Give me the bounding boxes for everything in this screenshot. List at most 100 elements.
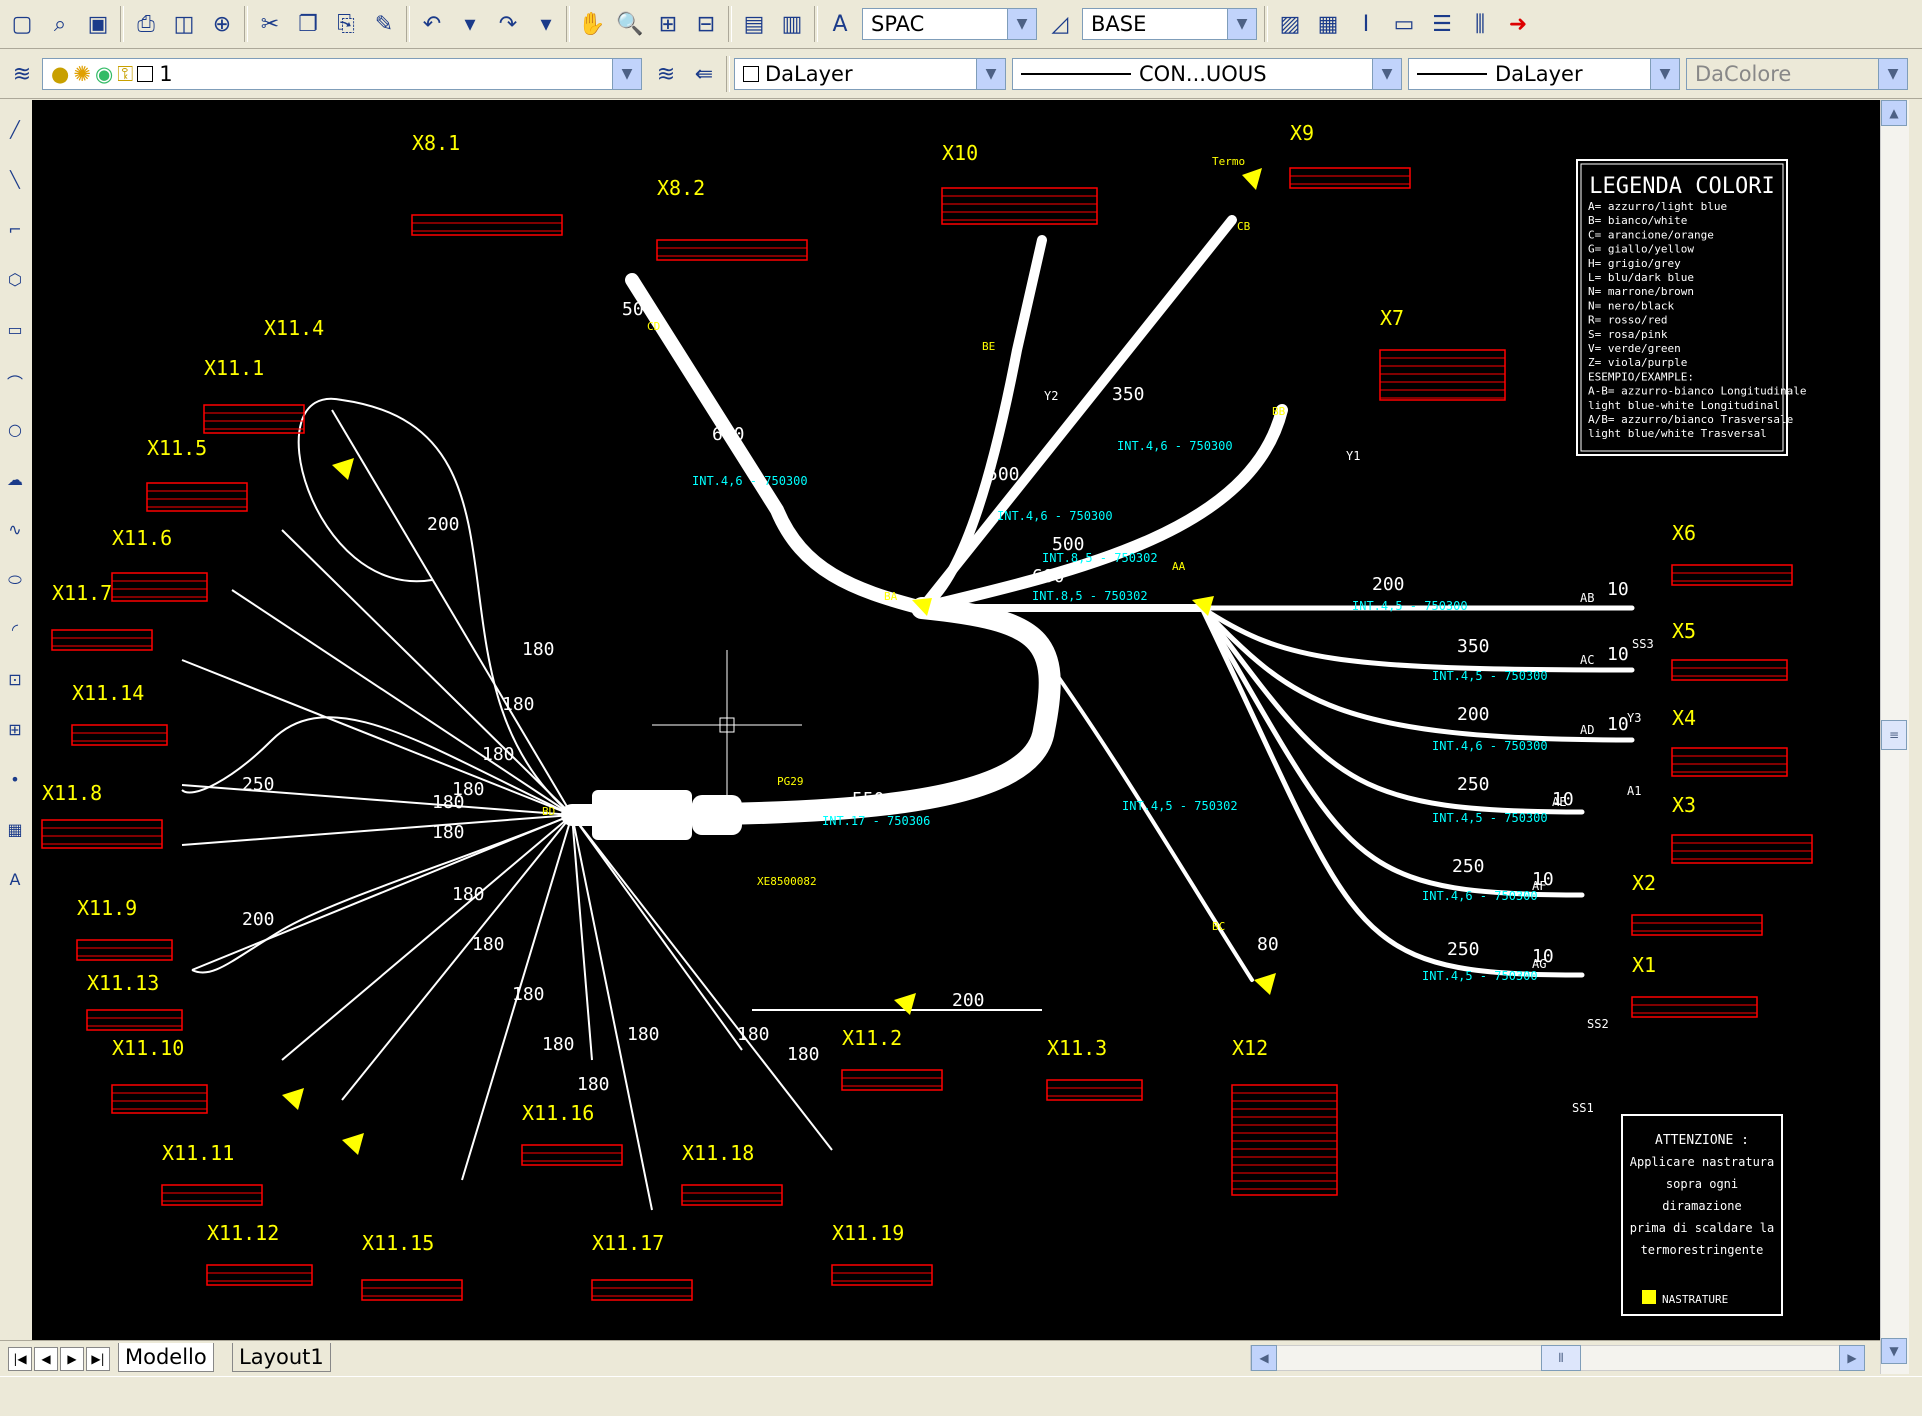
zoom-window-icon[interactable]: ⊞ — [658, 11, 678, 37]
rectangle-icon[interactable]: ▭ — [7, 320, 23, 339]
chevron-down-icon[interactable]: ▼ — [1227, 9, 1256, 39]
match-properties-icon[interactable]: ✎ — [374, 11, 394, 37]
paste-icon[interactable]: ⎘ — [337, 11, 355, 37]
redo-dropdown-icon[interactable]: ▾ — [540, 11, 552, 37]
connector-label: X4 — [1672, 706, 1696, 730]
linetype-combo[interactable]: CON...UOUS ▼ — [1012, 58, 1402, 90]
properties-icon[interactable]: ▤ — [743, 11, 765, 37]
make-block-icon[interactable]: ⊞ — [8, 720, 22, 739]
next-tab-icon[interactable]: ▶ — [60, 1347, 84, 1371]
first-tab-icon[interactable]: |◀ — [8, 1347, 32, 1371]
bars-icon[interactable]: ⫼ — [1474, 11, 1486, 37]
spline-icon[interactable]: ∿ — [8, 520, 22, 539]
pin-label: AE — [1552, 795, 1566, 809]
zoom-previous-icon[interactable]: ⊟ — [696, 11, 716, 37]
hscroll-thumb[interactable]: ⦀ — [1541, 1345, 1581, 1371]
node-label: BA — [884, 590, 898, 603]
text-style-icon[interactable]: A — [832, 11, 848, 37]
chevron-down-icon[interactable]: ▼ — [1650, 59, 1679, 89]
arc-icon[interactable]: ⌒ — [6, 374, 23, 393]
zoom-realtime-icon[interactable]: 🔍 — [616, 11, 644, 37]
polygon-icon[interactable]: ⬡ — [8, 270, 22, 289]
scroll-left-icon[interactable]: ◀ — [1251, 1345, 1277, 1371]
pin-label: A1 — [1627, 784, 1641, 798]
ellipse-arc-icon[interactable]: ◜ — [11, 620, 19, 639]
text-icon[interactable]: I — [1362, 11, 1370, 37]
cut-icon[interactable]: ✂ — [260, 11, 280, 37]
block-icon[interactable]: ▭ — [1393, 11, 1415, 37]
plot-style-icon[interactable]: ▨ — [1279, 11, 1301, 37]
make-current-layer-icon[interactable]: ≋ — [656, 61, 676, 87]
last-tab-icon[interactable]: ▶| — [86, 1347, 110, 1371]
connector-label: X7 — [1380, 306, 1404, 330]
spec-table — [161, 1184, 263, 1206]
scroll-right-icon[interactable]: ▶ — [1839, 1345, 1865, 1371]
length-label: 180 — [522, 639, 555, 660]
spec-table — [1671, 747, 1788, 777]
length-label: 250 — [1447, 939, 1480, 960]
ellipse-icon[interactable]: ⬭ — [8, 570, 22, 589]
chevron-down-icon[interactable]: ▼ — [1007, 9, 1036, 39]
xline-icon[interactable]: ╲ — [10, 170, 20, 189]
lineweight-combo[interactable]: DaLayer ▼ — [1408, 58, 1680, 90]
text-style-combo[interactable]: SPAC ▼ — [862, 8, 1037, 40]
spac-icon[interactable]: ▦ — [1317, 11, 1339, 37]
insert-block-icon[interactable]: ⊡ — [8, 670, 22, 689]
toolbar-separator — [1264, 6, 1268, 42]
publish-icon[interactable]: ⊕ — [212, 11, 232, 37]
chevron-down-icon[interactable]: ▼ — [1372, 59, 1401, 89]
spec-table — [86, 1009, 183, 1031]
layer-combo[interactable]: ● ✺ ◉ ⚿ 1 ▼ — [42, 58, 642, 90]
hatch-icon[interactable]: ▦ — [7, 820, 23, 839]
dim-style-icon[interactable]: ◿ — [1051, 11, 1069, 37]
horizontal-scrollbar[interactable]: ◀ ⦀ ▶ — [1250, 1345, 1865, 1371]
chevron-down-icon[interactable]: ▼ — [976, 59, 1005, 89]
node-label: PG29 — [777, 775, 804, 788]
spec-table — [841, 1069, 943, 1091]
bundle-250-x2 — [1199, 605, 1585, 898]
color-layer-combo[interactable]: DaLayer ▼ — [734, 58, 1006, 90]
save-icon[interactable]: ▣ — [87, 11, 109, 37]
preview-icon[interactable]: ◫ — [173, 11, 195, 37]
wire-x11-19 — [571, 814, 833, 1151]
scroll-thumb[interactable]: ≡ — [1881, 720, 1907, 750]
redo-icon[interactable]: ↷ — [498, 11, 518, 37]
plot-style-combo: DaColore ▼ — [1686, 58, 1908, 90]
legend-line: R= rosso/red — [1588, 314, 1667, 327]
layer-manager-icon[interactable]: ≋ — [12, 61, 32, 87]
scroll-down-icon[interactable]: ▼ — [1881, 1338, 1907, 1364]
copy-icon[interactable]: ❐ — [298, 11, 318, 37]
chevron-down-icon[interactable]: ▼ — [612, 59, 641, 89]
legend-line: A-B= azzurro-bianco Longitudinale — [1588, 385, 1807, 398]
pan-icon[interactable]: ✋ — [578, 11, 606, 37]
length-label: 180 — [472, 934, 505, 955]
undo-dropdown-icon[interactable]: ▾ — [464, 11, 476, 37]
undo-icon[interactable]: ↶ — [422, 11, 442, 37]
arrow-right-icon[interactable]: ➜ — [1508, 11, 1528, 37]
list-icon[interactable]: ☰ — [1432, 11, 1452, 37]
point-icon[interactable]: • — [10, 770, 20, 789]
wire-x11-5 — [331, 409, 573, 816]
warning-key: NASTRATURE — [1662, 1293, 1728, 1306]
bundle-550 — [561, 597, 1061, 826]
tab-model[interactable]: Modello — [118, 1343, 214, 1372]
vertical-scrollbar[interactable]: ▲ ≡ ▼ — [1880, 100, 1909, 1374]
open-icon[interactable]: ⌕ — [53, 11, 67, 37]
line-icon[interactable]: ╱ — [10, 120, 20, 139]
length-label: 10 — [1552, 789, 1574, 810]
length-label: 350 — [1112, 384, 1145, 405]
revcloud-icon[interactable]: ☁ — [7, 470, 23, 489]
print-icon[interactable]: ⎙ — [137, 11, 155, 37]
polyline-icon[interactable]: ⌐ — [8, 220, 22, 239]
lock-icon: ⚿ — [117, 61, 134, 86]
text-tool-icon[interactable]: A — [9, 870, 21, 889]
prev-tab-icon[interactable]: ◀ — [34, 1347, 58, 1371]
scroll-up-icon[interactable]: ▲ — [1881, 100, 1907, 126]
layer-previous-icon[interactable]: ⇚ — [694, 61, 714, 87]
tab-layout1[interactable]: Layout1 — [232, 1343, 331, 1372]
new-icon[interactable]: ▢ — [11, 11, 33, 37]
dim-style-combo[interactable]: BASE ▼ — [1082, 8, 1257, 40]
design-center-icon[interactable]: ▥ — [781, 11, 803, 37]
circle-icon[interactable]: ○ — [8, 420, 22, 439]
